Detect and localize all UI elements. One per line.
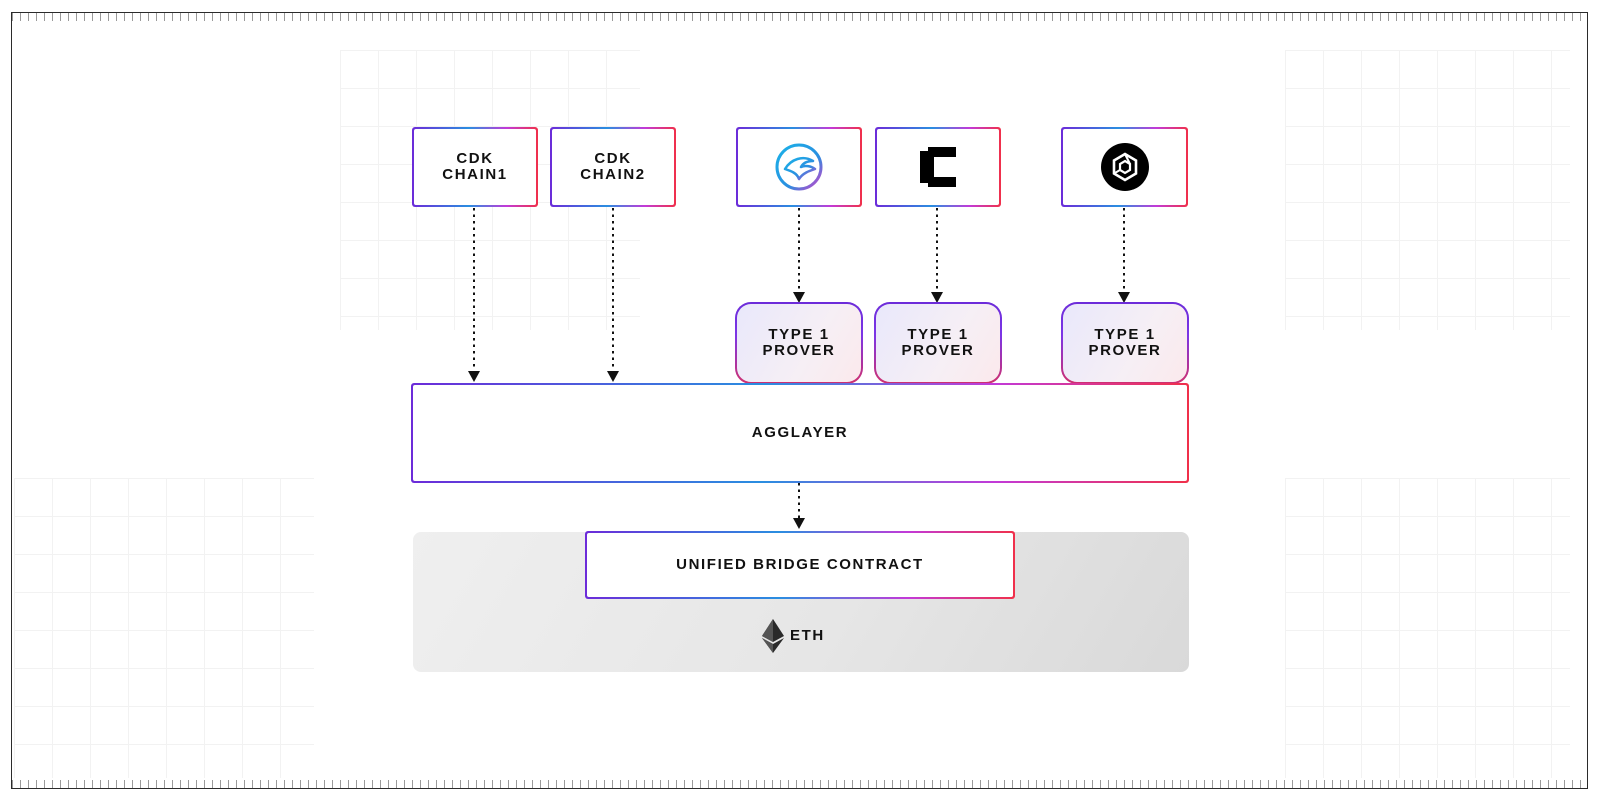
unified-bridge-contract-box: UNIFIED BRIDGE CONTRACT (585, 531, 1015, 599)
logo-chain2-box (875, 127, 1001, 207)
prover-3-line2: PROVER (1088, 342, 1162, 359)
arrowhead (1118, 292, 1130, 303)
unified-bridge-contract-label: UNIFIED BRIDGE CONTRACT (676, 556, 924, 573)
cdk-chain1-box: CDK CHAIN1 (412, 127, 538, 207)
agglayer-box: AGGLAYER (411, 383, 1189, 483)
prover-box-3: TYPE 1 PROVER (1061, 302, 1189, 384)
circle-hex-logo-icon (1100, 143, 1149, 191)
cdk-chain2-line2: CHAIN2 (580, 166, 646, 183)
bird-logo-icon (775, 143, 823, 191)
arrowhead (793, 292, 805, 303)
eth-label-group: ETH (762, 619, 825, 653)
arrowhead (468, 371, 480, 382)
logo-chain1-box (736, 127, 862, 207)
logo-chain3-box (1061, 127, 1188, 207)
arrowhead (793, 518, 805, 529)
eth-label: ETH (790, 627, 825, 644)
arrowhead (607, 371, 619, 382)
background-grid (14, 478, 314, 778)
prover-2-line1: TYPE 1 (907, 326, 969, 343)
prover-1-line1: TYPE 1 (768, 326, 830, 343)
ethereum-icon (762, 619, 784, 653)
prover-2-line2: PROVER (901, 342, 975, 359)
cdk-chain1-line1: CDK (456, 150, 494, 167)
background-grid (1285, 50, 1570, 330)
background-grid (1285, 478, 1570, 778)
agglayer-label: AGGLAYER (751, 424, 849, 441)
blocky-c-logo-icon (920, 147, 956, 187)
bottom-ruler (12, 780, 1587, 788)
cdk-chain2-line1: CDK (594, 150, 632, 167)
prover-box-1: TYPE 1 PROVER (735, 302, 863, 384)
cdk-chain1-line2: CHAIN1 (442, 166, 508, 183)
prover-1-line2: PROVER (762, 342, 836, 359)
top-ruler (12, 13, 1587, 21)
arrowhead (931, 292, 943, 303)
cdk-chain2-box: CDK CHAIN2 (550, 127, 676, 207)
prover-3-line1: TYPE 1 (1094, 326, 1156, 343)
prover-box-2: TYPE 1 PROVER (874, 302, 1002, 384)
